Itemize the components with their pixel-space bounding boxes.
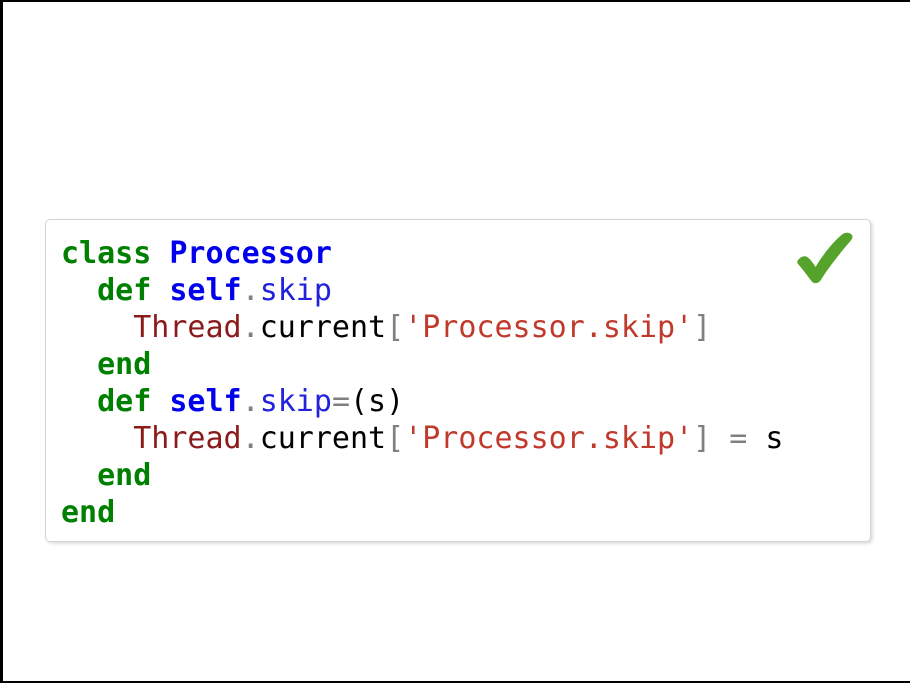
code-token-space	[151, 273, 169, 308]
code-token-plain: s	[765, 421, 784, 456]
code-token-keyword: def	[97, 384, 152, 419]
code-indent	[61, 458, 97, 493]
code-indent	[61, 384, 97, 419]
code-token-const: Thread	[133, 421, 242, 456]
code-indent	[61, 310, 133, 345]
code-token-keyword: def	[97, 273, 152, 308]
code-line: Thread.current['Processor.skip']	[61, 309, 783, 346]
code-token-punct: [	[386, 310, 405, 345]
code-token-keyword: end	[97, 458, 152, 493]
code-token-self: self	[169, 273, 242, 308]
code-line: end	[61, 346, 783, 383]
code-line: end	[61, 457, 783, 494]
code-line: Thread.current['Processor.skip'] = s	[61, 420, 783, 457]
code-token-class: Processor	[169, 236, 332, 271]
code-block[interactable]: class Processor def self.skip Thread.cur…	[61, 235, 783, 531]
code-token-keyword: class	[61, 236, 152, 271]
code-token-method: skip	[259, 384, 332, 419]
code-token-punct: .	[241, 421, 260, 456]
code-token-plain: current	[259, 421, 387, 456]
code-indent	[61, 421, 133, 456]
code-token-space	[747, 421, 765, 456]
code-token-plain: (s)	[350, 384, 405, 419]
code-token-keyword: end	[97, 347, 152, 382]
code-line: def self.skip	[61, 272, 783, 309]
code-token-const: Thread	[133, 310, 242, 345]
code-indent	[61, 273, 97, 308]
code-token-space	[151, 236, 169, 271]
code-token-punct: .	[241, 310, 260, 345]
code-token-space	[151, 384, 169, 419]
code-token-punct: .	[241, 273, 260, 308]
code-token-punct: =	[331, 384, 350, 419]
code-token-punct: ]	[693, 421, 712, 456]
code-line: def self.skip=(s)	[61, 383, 783, 420]
code-token-plain: current	[259, 310, 387, 345]
check-icon	[792, 230, 854, 286]
code-token-string: 'Processor.skip'	[404, 310, 694, 345]
code-card: class Processor def self.skip Thread.cur…	[45, 219, 871, 542]
code-token-punct: =	[729, 421, 748, 456]
code-line: end	[61, 494, 783, 531]
code-token-space	[711, 421, 729, 456]
code-token-punct: .	[241, 384, 260, 419]
code-line: class Processor	[61, 235, 783, 272]
code-indent	[61, 347, 97, 382]
code-token-self: self	[169, 384, 242, 419]
code-token-punct: ]	[693, 310, 712, 345]
code-token-keyword: end	[61, 495, 116, 530]
code-token-method: skip	[259, 273, 332, 308]
code-token-punct: [	[386, 421, 405, 456]
code-token-string: 'Processor.skip'	[404, 421, 694, 456]
